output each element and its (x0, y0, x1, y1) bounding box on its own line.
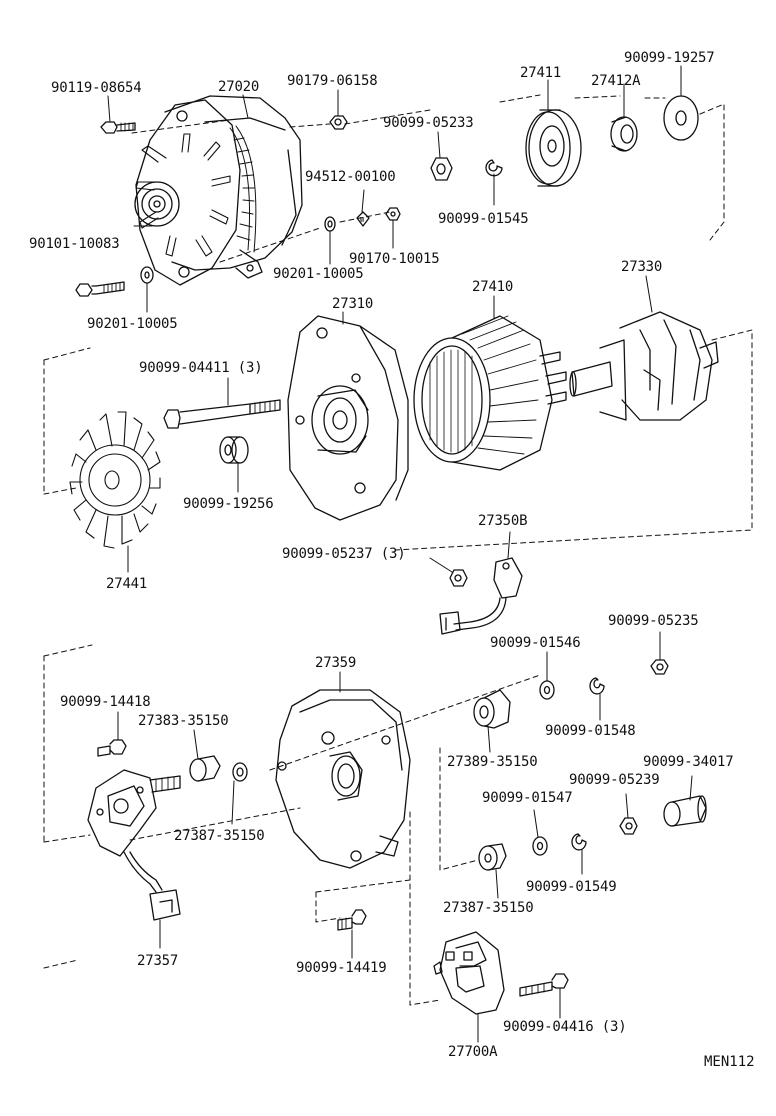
label-90099-01549: 90099-01549 (526, 879, 617, 895)
alternator-assembly (134, 95, 303, 286)
label-90179-06158: 90179-06158 (287, 73, 378, 89)
label-90099-34017: 90099-34017 (643, 754, 734, 770)
lockwasher-90099-01545 (485, 159, 503, 177)
label-27389-35150: 27389-35150 (447, 754, 538, 770)
label-90099-14419: 90099-14419 (296, 960, 387, 976)
bolt-90099-14418 (97, 739, 127, 757)
label-90099-14418: 90099-14418 (60, 694, 151, 710)
label-27357: 27357 (137, 953, 179, 969)
label-90099-01546: 90099-01546 (490, 635, 581, 651)
label-27359: 27359 (315, 655, 357, 671)
washer-90201-10005-left (140, 266, 154, 284)
fan-27441 (69, 411, 161, 549)
nut-90179-06158 (329, 115, 348, 130)
label-90099-05237: 90099-05237 (3) (282, 546, 406, 562)
label-90099-01545: 90099-01545 (438, 211, 529, 227)
label-27310: 27310 (332, 296, 374, 312)
label-90201-10005-right: 90201-10005 (273, 266, 364, 282)
nut-90099-05237 (449, 569, 468, 587)
spacer-90099-19256 (219, 436, 249, 464)
label-90170-10015: 90170-10015 (349, 251, 440, 267)
label-27020: 27020 (218, 79, 260, 95)
washer-90099-01546 (539, 680, 555, 700)
nut-90099-05235 (650, 659, 669, 675)
bushing-27383-35150 (189, 755, 221, 782)
nut-90099-05233 (430, 157, 453, 181)
drive-end-housing-27310 (287, 315, 409, 521)
insulator-27387-35150-right (478, 843, 507, 871)
bolt-90101-10083 (75, 281, 125, 297)
terminal-cover-90099-34017 (663, 795, 707, 827)
label-27411: 27411 (520, 65, 562, 81)
label-27410: 27410 (472, 279, 514, 295)
insulator-27389-35150 (473, 689, 511, 729)
label-27350b: 27350B (478, 513, 528, 529)
svg-text:W: W (360, 216, 365, 224)
label-94512-00100: 94512-00100 (305, 169, 396, 185)
rotor-27330 (569, 311, 719, 421)
label-90101-10083: 90101-10083 (29, 236, 120, 252)
label-90099-04411: 90099-04411 (3) (139, 360, 263, 376)
label-90119-08654: 90119-08654 (51, 80, 142, 96)
regulator-27700a (433, 931, 505, 1015)
pulley-27411 (525, 109, 582, 187)
label-90099-05239: 90099-05239 (569, 772, 660, 788)
label-90201-10005-left: 90201-10005 (87, 316, 178, 332)
label-27330: 27330 (621, 259, 663, 275)
label-90099-01548: 90099-01548 (545, 723, 636, 739)
lead-27350b (439, 557, 523, 635)
lockwasher-90099-01548 (589, 677, 605, 695)
nut-90099-05239 (619, 817, 638, 835)
label-27383-35150: 27383-35150 (138, 713, 229, 729)
label-90099-05233: 90099-05233 (383, 115, 474, 131)
small-fasteners-terminal: W (324, 207, 401, 232)
diagram-code: MEN112 (704, 1054, 755, 1070)
label-90099-05235: 90099-05235 (608, 613, 699, 629)
washer-90099-01547 (532, 836, 548, 856)
bolt-90099-04411 (163, 399, 281, 429)
lockwasher-90099-01549 (571, 833, 587, 851)
stator-27410 (413, 315, 567, 471)
label-90099-04416: 90099-04416 (3) (503, 1019, 627, 1035)
label-90099-01547: 90099-01547 (482, 790, 573, 806)
label-27412a: 27412A (591, 73, 641, 89)
reference-lines (43, 94, 753, 1006)
label-90099-19257: 90099-19257 (624, 50, 715, 66)
label-27387-35150-right: 27387-35150 (443, 900, 534, 916)
label-27387-35150-left: 27387-35150 (174, 828, 265, 844)
leader-lines (107, 65, 693, 1043)
rectifier-27357 (87, 769, 181, 921)
bolt-90119-08654 (100, 121, 136, 134)
washer-90099-19257 (663, 95, 699, 141)
rear-housing-27359 (275, 689, 411, 869)
insulator-27387-35150-left (232, 762, 248, 782)
label-27441: 27441 (106, 576, 148, 592)
spacer-27412a (610, 116, 638, 152)
label-90099-19256: 90099-19256 (183, 496, 274, 512)
bolt-90099-04416 (519, 973, 569, 997)
bolt-90099-14419 (337, 909, 367, 931)
label-27700a: 27700A (448, 1044, 498, 1060)
